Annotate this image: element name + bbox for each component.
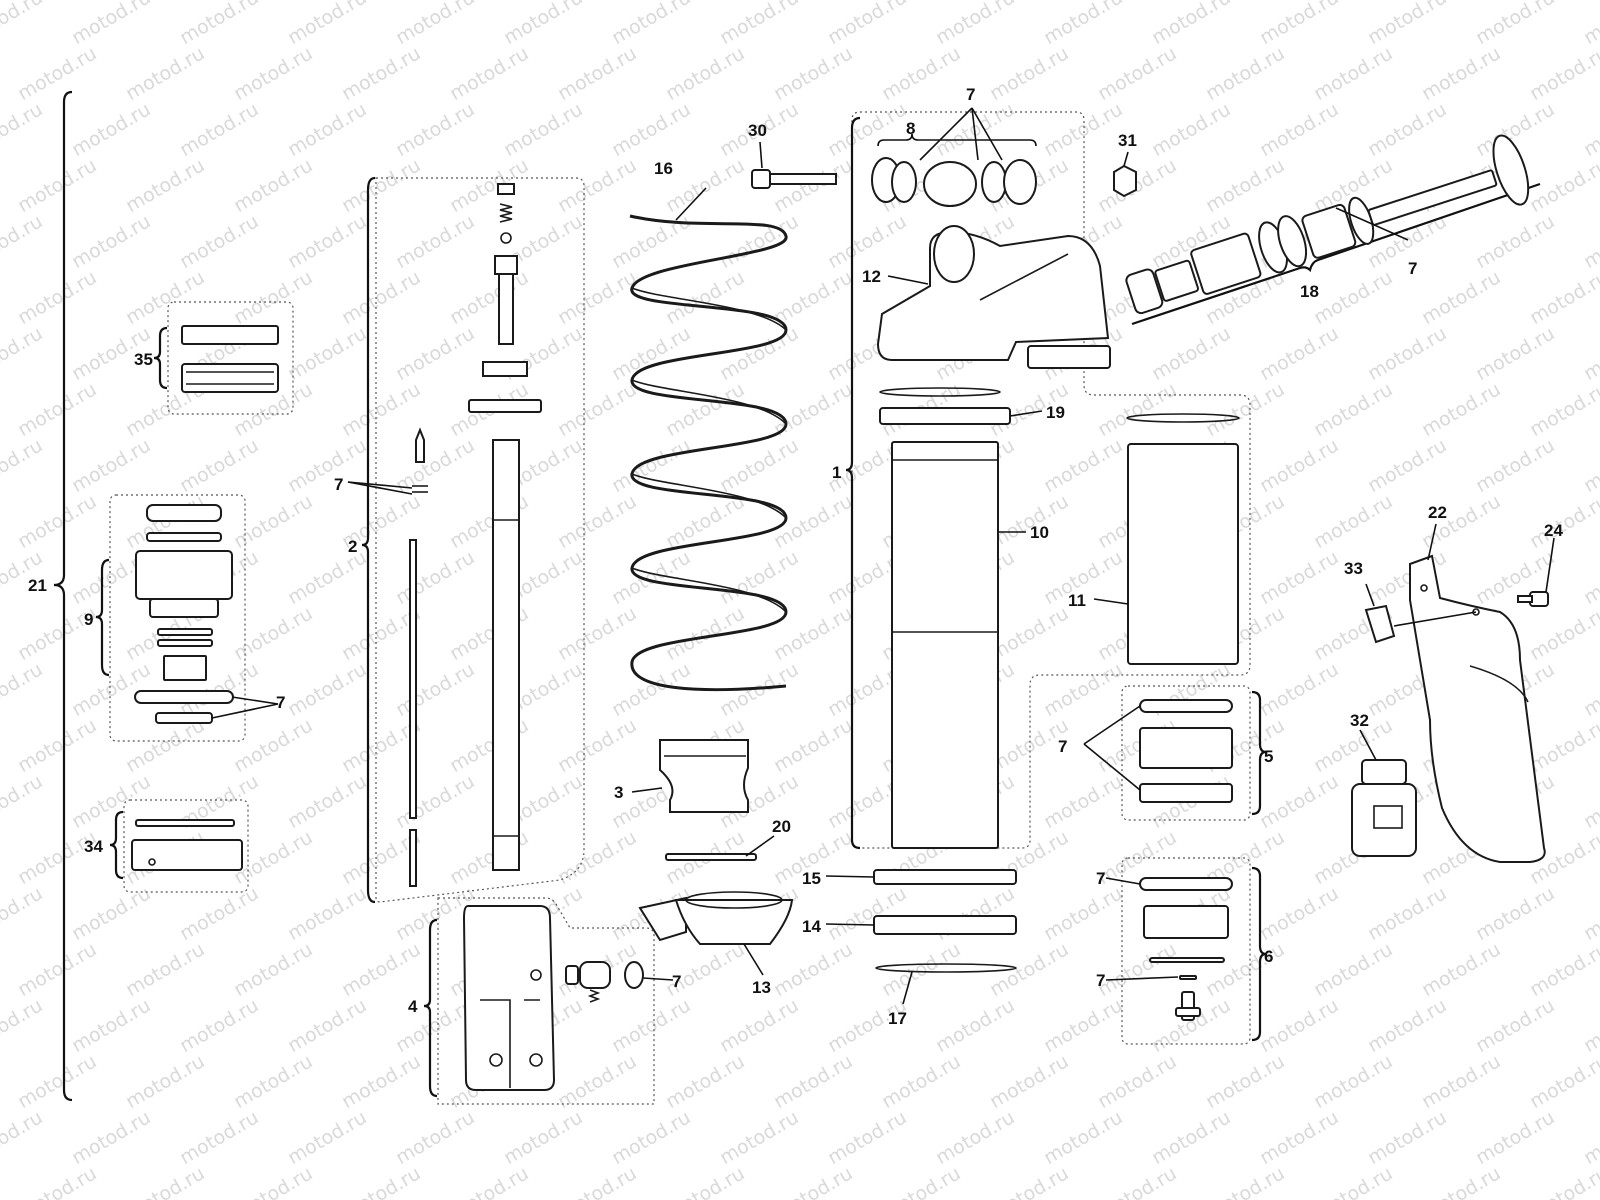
nut	[482, 361, 528, 377]
label-20: 20	[772, 817, 791, 836]
circlip-34	[135, 819, 235, 827]
label-13: 13	[752, 978, 771, 997]
group-34	[109, 799, 249, 893]
label-35: 35	[134, 350, 153, 369]
body-tube-10	[891, 441, 999, 849]
part-labels: 21 35 9 7 34 7 2 4 7 3 20 13 16 30 8 7 3…	[28, 85, 1563, 1028]
label-19: 19	[1046, 403, 1065, 422]
label-7-group4: 7	[672, 972, 681, 991]
label-17: 17	[888, 1009, 907, 1028]
group-4	[423, 897, 655, 1105]
label-24: 24	[1544, 521, 1563, 540]
label-15: 15	[802, 869, 821, 888]
label-3: 3	[614, 783, 623, 802]
spring-cup-13	[638, 891, 794, 945]
needle	[498, 273, 514, 345]
adjuster-pin	[415, 427, 425, 463]
label-9: 9	[84, 610, 93, 629]
reservoir-11	[1127, 443, 1239, 665]
valve-block	[163, 655, 207, 681]
label-30: 30	[748, 121, 767, 140]
bottle-32	[1351, 759, 1417, 857]
o-ring-9b	[155, 712, 213, 724]
clevis	[462, 905, 556, 1091]
seal-35b	[181, 363, 279, 393]
piston-body	[135, 550, 233, 600]
label-5: 5	[1264, 747, 1273, 766]
label-12: 12	[862, 267, 881, 286]
washer-20	[665, 853, 757, 861]
label-32: 32	[1350, 711, 1369, 730]
rod-long	[409, 539, 417, 819]
label-7-group18: 7	[1408, 259, 1417, 278]
piston-cap	[146, 504, 222, 522]
label-6: 6	[1264, 947, 1273, 966]
ring-14	[873, 915, 1017, 935]
piston-rod	[492, 439, 520, 871]
group-6	[1121, 857, 1267, 1045]
ring-17	[875, 963, 1017, 973]
label-16: 16	[654, 159, 673, 178]
bump-stop-3	[659, 739, 749, 813]
needle-head	[494, 255, 518, 275]
label-10: 10	[1030, 523, 1049, 542]
label-7-top: 7	[966, 85, 975, 104]
mudguard-22	[1409, 554, 1546, 863]
label-22: 22	[1428, 503, 1447, 522]
ring-15	[873, 869, 1017, 885]
bracket-21	[53, 90, 73, 1102]
leader-lines	[211, 107, 1555, 1005]
seal-35a	[181, 325, 279, 345]
label-31: 31	[1118, 131, 1137, 150]
nut-31	[1113, 164, 1137, 198]
ring-19	[879, 407, 1011, 425]
washer	[468, 399, 542, 413]
assembly-18	[1125, 134, 1541, 326]
bolt-30	[751, 169, 837, 189]
group-9	[95, 494, 246, 742]
bushing-34	[131, 839, 243, 871]
group-1	[845, 111, 1251, 850]
label-8: 8	[906, 119, 915, 138]
spring-16	[629, 214, 788, 692]
label-7-group9: 7	[276, 693, 285, 712]
screw-top	[497, 183, 515, 195]
label-7-group6b: 7	[1096, 971, 1105, 990]
label-11: 11	[1068, 591, 1086, 610]
label-7-group5: 7	[1058, 737, 1067, 756]
label-21: 21	[28, 576, 47, 595]
label-34: 34	[84, 837, 103, 856]
label-1: 1	[832, 463, 841, 482]
rod-short	[409, 829, 417, 887]
o-ring-9a	[134, 690, 234, 704]
group-5	[1121, 685, 1267, 821]
o-ring-4	[624, 961, 644, 989]
reservoir-head-12	[876, 230, 1110, 361]
label-7-group2: 7	[334, 475, 343, 494]
label-14: 14	[802, 917, 821, 936]
label-18: 18	[1300, 282, 1319, 301]
group-35	[153, 301, 294, 415]
label-4: 4	[408, 997, 418, 1016]
label-2: 2	[348, 537, 357, 556]
clip-33	[1364, 604, 1396, 644]
bushing-set-8	[871, 157, 1037, 207]
label-7-group6a: 7	[1096, 869, 1105, 888]
group-2	[361, 176, 585, 904]
adjuster-knob	[579, 961, 611, 989]
label-33: 33	[1344, 559, 1363, 578]
screw-24	[1517, 591, 1549, 607]
